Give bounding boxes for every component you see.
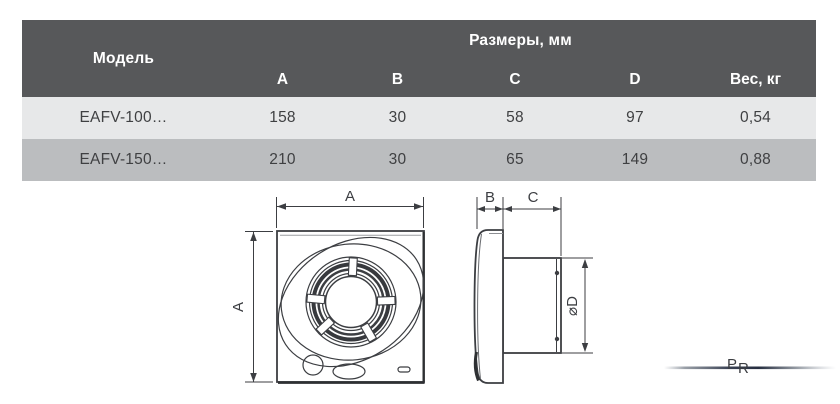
duct-clip — [554, 270, 560, 276]
fan-front-view: A A — [230, 188, 425, 384]
indicator-slot — [397, 366, 411, 373]
dim-b-cell: 30 — [388, 109, 407, 126]
dim-label-b: B — [485, 189, 495, 206]
table-row: EAFV-100… 158 30 58 97 0,54 — [22, 97, 816, 139]
dim-d-cell: 149 — [621, 151, 649, 168]
dim-depth-c: C — [503, 189, 561, 212]
dim-label-a-top: A — [345, 188, 355, 205]
logo-letter-p: P — [727, 356, 737, 373]
logo-rule — [664, 366, 836, 370]
weight-cell: 0,88 — [740, 151, 771, 168]
dimensions-table: Модель Размеры, мм A B C D Вес, кг EAFV-… — [22, 20, 816, 181]
pull-cord-knob — [332, 363, 366, 380]
dim-d-cell: 97 — [626, 109, 644, 126]
table-header: Модель Размеры, мм A B C D Вес, кг — [22, 20, 816, 97]
dim-label-c: C — [528, 189, 539, 206]
fan-grille — [277, 236, 425, 368]
light-sensor — [302, 354, 324, 376]
dim-height-a: A — [230, 231, 273, 383]
duct-clip — [554, 336, 560, 342]
fan-duct — [502, 257, 562, 354]
dim-c-cell: 58 — [506, 109, 524, 126]
dim-label-diameter: ⌀D — [564, 296, 581, 316]
dim-width-a: A — [276, 188, 424, 228]
model-cell: EAFV-150… — [79, 151, 168, 168]
table-row: EAFV-150… 210 30 65 149 0,88 — [22, 139, 816, 181]
col-header-weight: Вес, кг — [729, 70, 782, 88]
dim-label-a-left: A — [230, 302, 247, 312]
weight-cell: 0,54 — [740, 109, 771, 126]
dim-diameter-d: ⌀D — [562, 257, 593, 354]
dimensions-group-header: Размеры, мм — [469, 32, 572, 49]
fan-side-view: B C ⌀D — [473, 189, 593, 384]
logo-letter-r: R — [738, 360, 749, 377]
model-column-header: Модель — [92, 49, 155, 67]
col-header-a: A — [276, 70, 289, 88]
col-header-d: D — [629, 70, 641, 88]
dim-c-cell: 65 — [506, 151, 524, 168]
dim-a-cell: 158 — [269, 109, 296, 126]
dim-a-cell: 210 — [269, 151, 296, 168]
grille-spokes — [306, 257, 396, 343]
model-cell: EAFV-100… — [79, 109, 168, 126]
dim-depth-b: B — [477, 189, 503, 212]
faceplate-profile — [473, 229, 504, 384]
brand-logo: P R — [664, 356, 836, 377]
col-header-c: C — [509, 70, 521, 88]
col-header-b: B — [391, 70, 404, 88]
dim-b-cell: 30 — [388, 151, 407, 168]
